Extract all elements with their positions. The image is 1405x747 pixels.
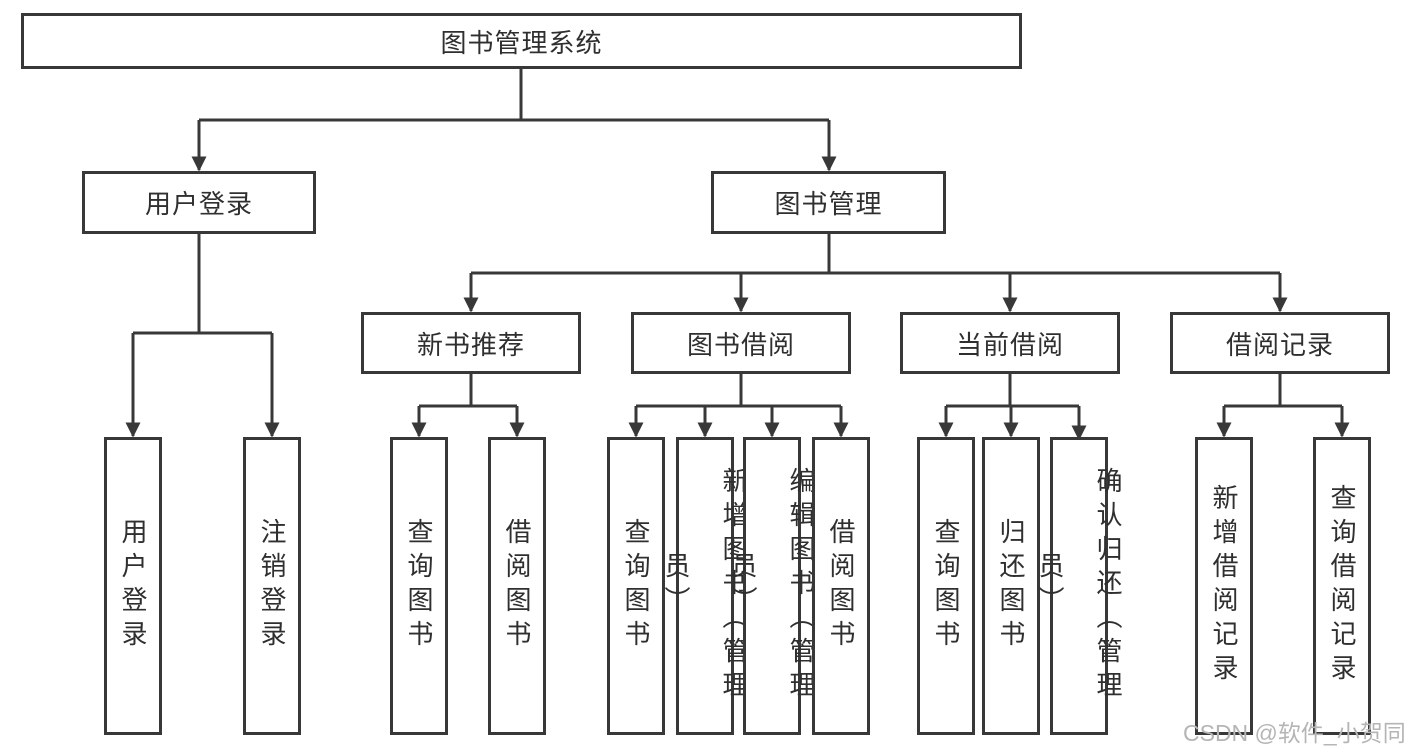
node-borrowing-records: 借阅记录: [1170, 312, 1390, 374]
node-book-management: 图书管理: [711, 171, 946, 234]
node-current-borrowing: 当前借阅: [900, 312, 1120, 374]
connector-book-mgmt: [463, 234, 1288, 313]
leaf-query-books: 查询图书: [917, 437, 975, 735]
node-new-book-recommend: 新书推荐: [361, 312, 581, 374]
node-book-borrowing: 图书借阅: [631, 312, 851, 374]
csdn-watermark: CSDN @软件_小贺同学: [1183, 720, 1405, 746]
leaf-query-borrow-record: 查询借阅记录: [1313, 437, 1371, 735]
connector-new-book: [411, 374, 525, 438]
leaf-confirm-return-admin: 确认归还（管理员）: [1035, 437, 1123, 735]
leaf-query-books: 查询图书: [607, 437, 665, 735]
leaf-edit-books-admin: 编辑图书（管理员）: [728, 437, 816, 735]
leaf-user-login: 用户登录: [104, 437, 162, 735]
node-library-system: 图书管理系统: [21, 13, 1022, 69]
connector-book-borrow: [628, 374, 849, 438]
leaf-return-books: 归还图书: [982, 437, 1040, 735]
connector-root: [191, 68, 837, 172]
node-user-login: 用户登录: [82, 171, 316, 234]
connector-current-borrow: [938, 374, 1087, 441]
leaf-query-books: 查询图书: [390, 437, 448, 735]
connector-user-login: [125, 234, 280, 438]
connector-borrow-records: [1216, 374, 1350, 438]
leaf-logout: 注销登录: [243, 437, 301, 735]
leaf-add-borrow-record: 新增借阅记录: [1195, 437, 1253, 735]
leaf-borrow-books: 借阅图书: [488, 437, 546, 735]
leaf-borrow-books: 借阅图书: [812, 437, 870, 735]
